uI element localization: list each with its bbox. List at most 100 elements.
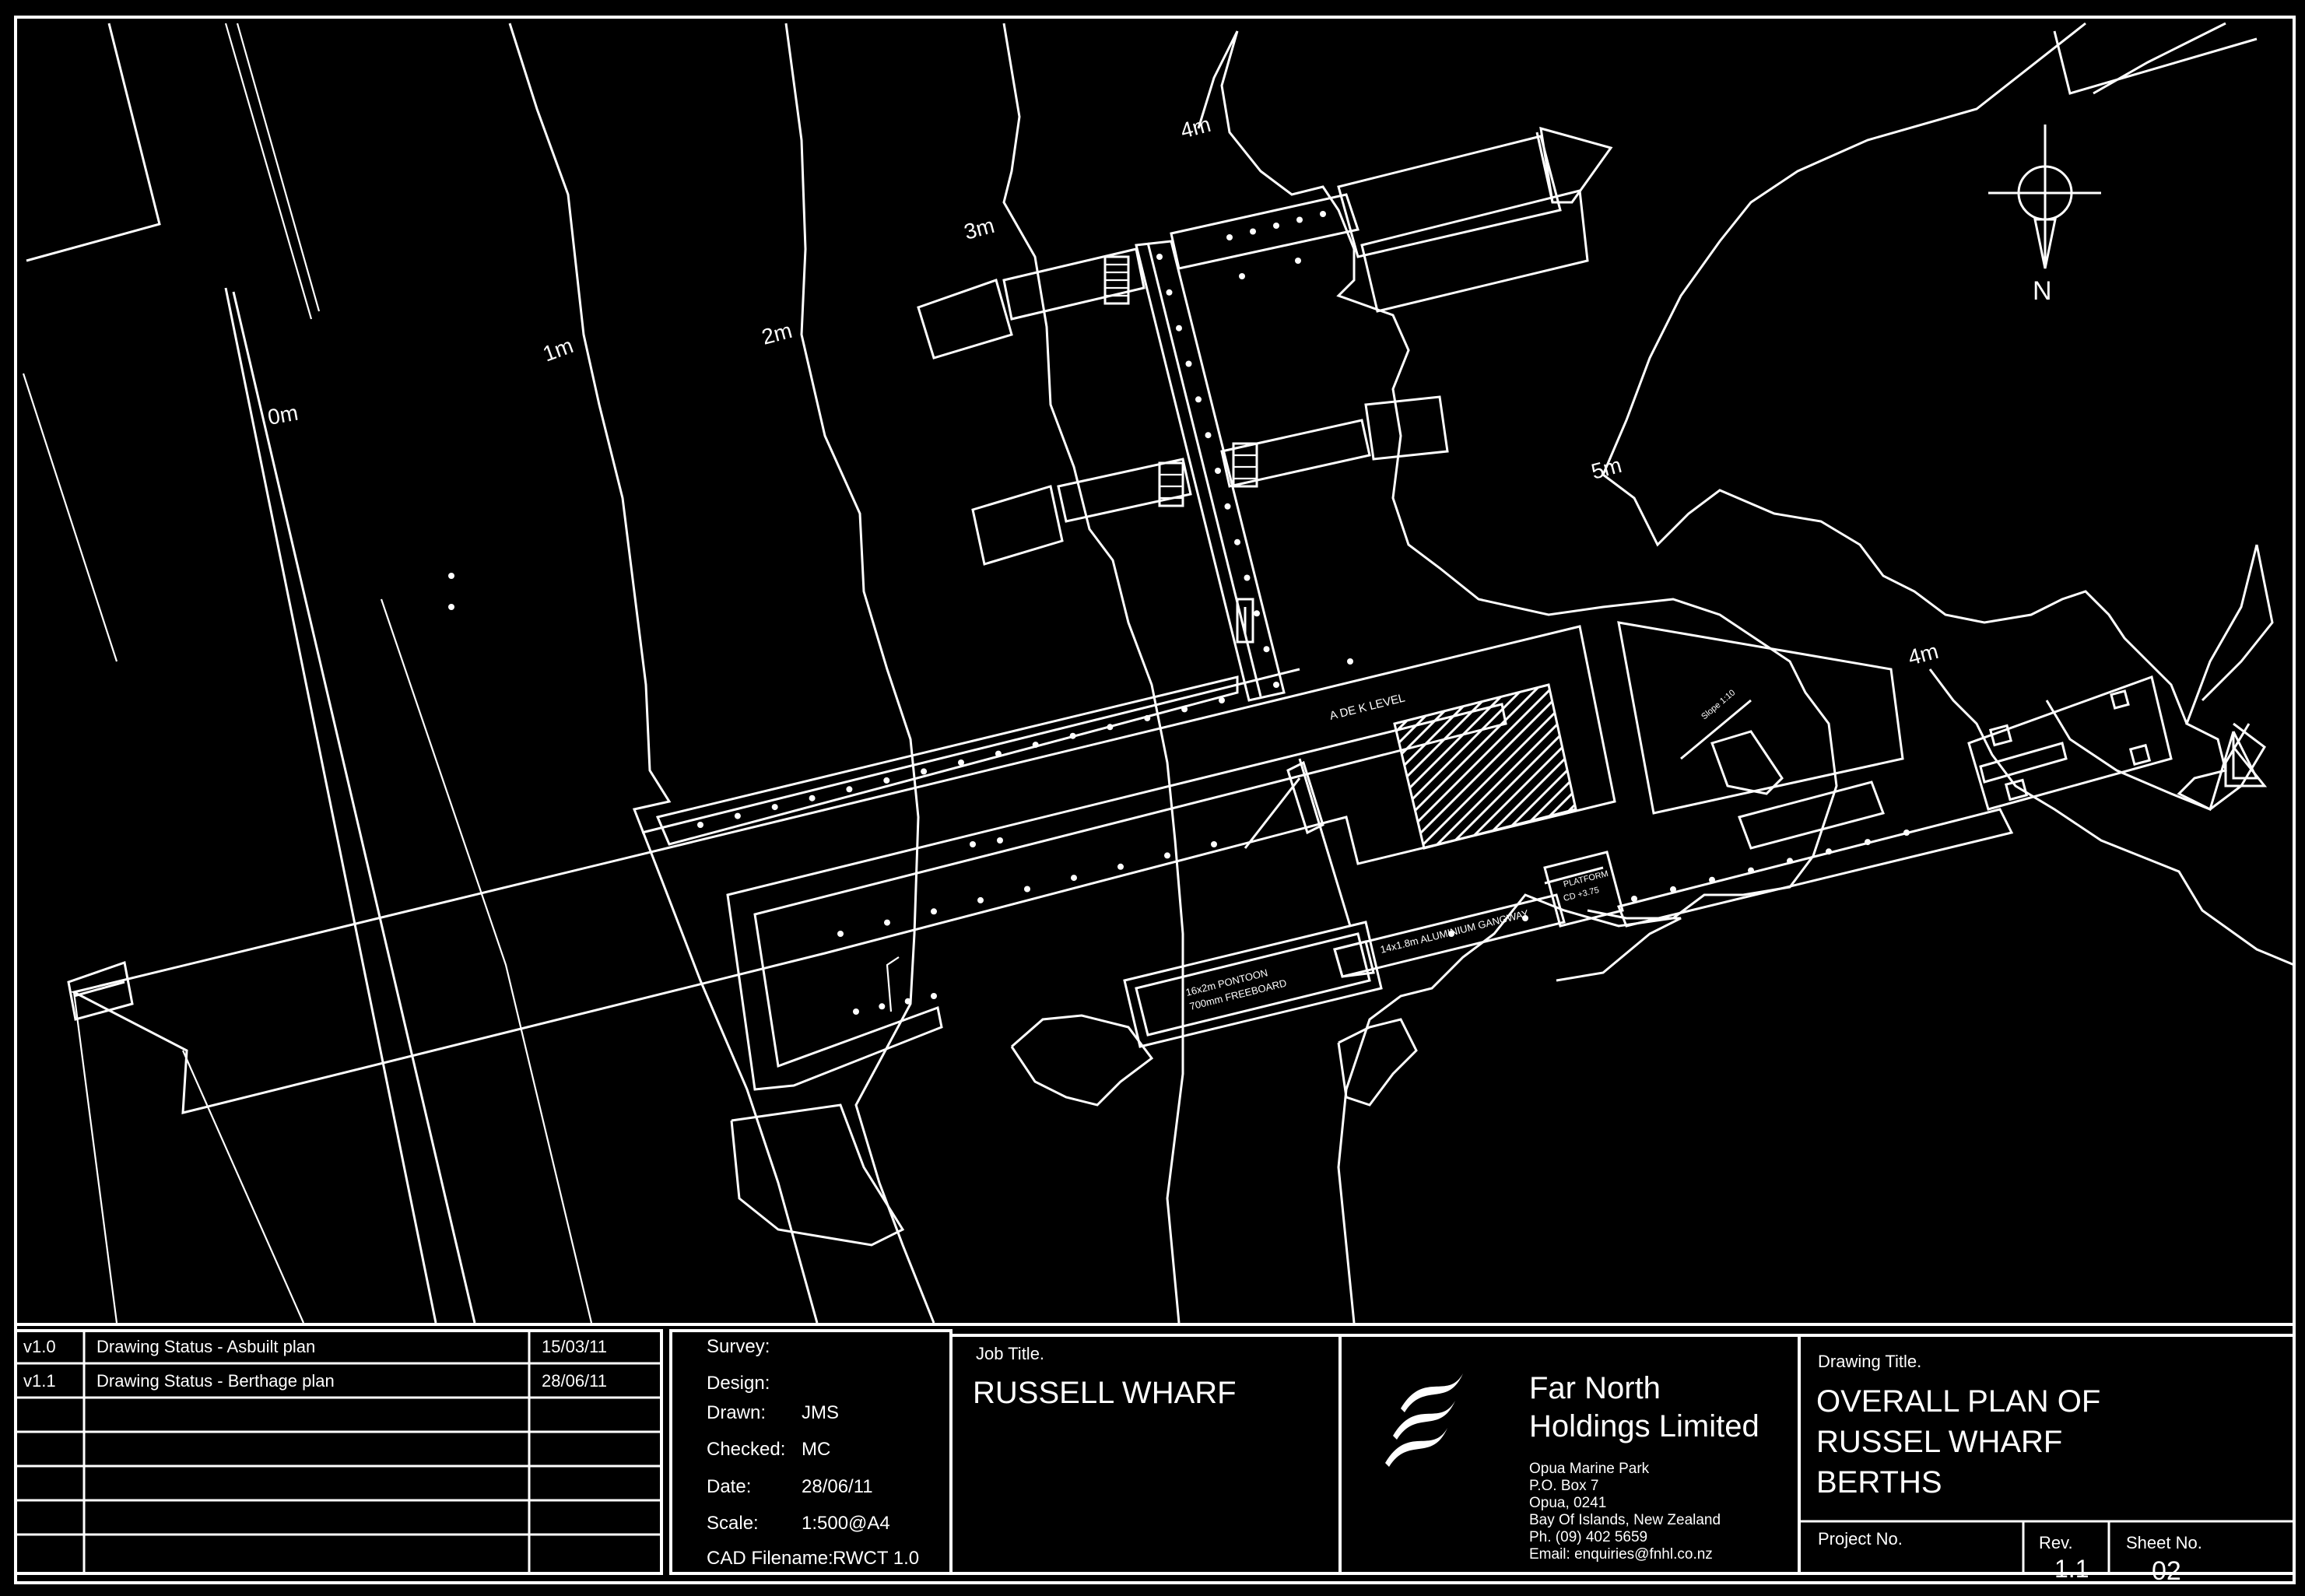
hatch-line [1664,677,1843,856]
middle-stair-west [1158,461,1184,507]
bollard-dot [1185,360,1192,367]
bollard-dot [883,777,890,784]
end-pontoon-box [2110,689,2130,710]
middle-finger-east [1220,419,1371,488]
main-wharf-deck [70,625,1616,1114]
end-pontoon-inner [1979,742,2068,784]
revision-date: 28/06/11 [542,1371,607,1391]
upper-pontoon-east [1337,135,1562,258]
ramp-area [1286,760,1324,835]
bollard-dot [1107,724,1114,731]
contour-5m [1602,22,2188,724]
ramp-line [1244,777,1301,849]
bollard-dot [1205,432,1212,439]
bollard-dot [1176,324,1182,331]
boundary-line [224,23,313,320]
bollard-dot [1224,503,1231,510]
pontoon-inner [1135,932,1371,1037]
contour-3m [1002,23,1184,1324]
seabed-patch [1010,1014,1154,1107]
bollard-dot [1296,216,1303,223]
hatch-line [1678,677,1857,856]
job-title-label: Job Title. [976,1344,1044,1363]
bollard-dot [1273,223,1279,229]
hatch-line [1395,685,1438,848]
right-pier-long [1616,808,2014,928]
drawing-title-line: BERTHS [1816,1465,1942,1500]
side-jetty-rail [886,956,900,1012]
hatch-line [1536,685,1576,848]
bollard-dot [1320,211,1326,217]
north-arrow-icon: N [1988,125,2101,306]
checked-label: Checked: [707,1439,785,1460]
bollard-dot [904,998,911,1005]
slope-arrow [1680,699,1752,760]
bollard-dot [837,931,844,937]
bollard-dot [1522,915,1528,921]
end-pontoon-box [1988,724,2013,747]
bollard-dot [734,812,741,819]
company-block: Far North Holdings Limited Opua Marine P… [1338,1334,1801,1575]
contour-4m [1197,30,1838,1324]
wharf-abutment [67,961,134,1021]
bollard-dot [1032,742,1039,749]
company-address: Opua Marine Park [1529,1461,1650,1477]
hatch-line [1424,685,1576,848]
bollard-dot [448,604,454,610]
boundary-line [181,1050,305,1324]
hatch-line [1395,685,1536,848]
company-address: Bay Of Islands, New Zealand [1529,1512,1721,1528]
bollard-dot [997,837,1003,844]
bollard-dot [1865,839,1871,846]
middle-pontoon-west [971,485,1064,566]
bollard-dot [853,1008,859,1015]
bollard-dot [958,759,964,766]
bollard-dot [1670,886,1676,893]
middle-pontoon-east [1364,395,1449,461]
survey-label: Survey: [707,1336,770,1357]
bollard-dot [995,750,1002,757]
bollard-dot [1903,830,1910,836]
contour-4m-b [2177,544,2259,812]
revision-table: v1.0 Drawing Status - Asbuilt plan 15/03… [14,1329,663,1575]
bollard-dot [1709,876,1715,883]
bollard-dot [1069,732,1076,739]
drawing-title-label: Drawing Title. [1818,1352,1921,1371]
bollard-dot [1156,254,1163,260]
bollard-dot [1347,658,1353,665]
contour-label: 4m [1178,112,1214,143]
company-address: P.O. Box 7 [1529,1478,1598,1494]
date-value: 28/06/11 [802,1476,873,1497]
bollard-dot [1295,258,1301,264]
contour-4m-c [1928,668,2295,966]
spine-pier-inner [1146,242,1262,697]
bollard-dot [1631,896,1637,902]
bollard-dot [884,919,890,926]
bollard-dot [1144,714,1151,721]
bollard-dot [931,993,937,999]
boundary-line [22,373,118,662]
drawn-label: Drawn: [707,1402,766,1423]
drawing-title-block: Drawing Title. OVERALL PLAN OF RUSSEL WH… [1798,1334,2296,1586]
bollard-dot [1071,875,1077,882]
company-phone: Ph. (09) 402 5659 [1529,1529,1647,1545]
bollard-dot [697,822,703,828]
upper-bow [1539,126,1613,204]
revision-number: v1.0 [23,1337,56,1356]
bollard-dot [1024,886,1030,893]
bollard-dot [921,768,928,775]
bollard-dot [1244,574,1251,581]
contour-0m [224,287,437,1324]
bollards [448,211,1910,1015]
contour-4m-d [2224,723,2268,787]
scale-value: 1:500@A4 [802,1513,890,1534]
revision-value: 1.1 [2054,1555,2089,1583]
revision-label: Rev. [2039,1533,2073,1552]
contour-deep [2201,544,2274,702]
upper-pontoon-far [1360,189,1589,313]
contour-line [380,598,593,1324]
bollard-dot [1263,646,1270,653]
contour-label: 3m [962,213,998,244]
boundary-line [72,991,118,1324]
